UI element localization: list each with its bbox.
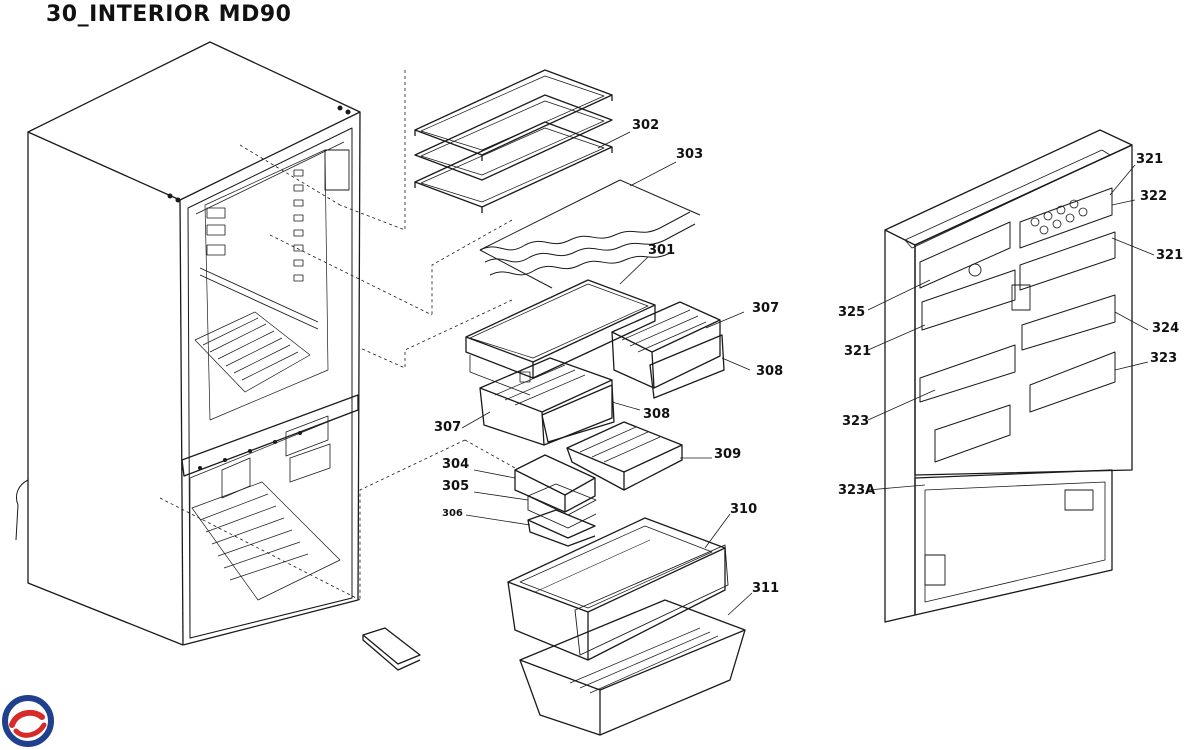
part-label-321-right: 321 xyxy=(1156,248,1184,263)
part-label-302: 302 xyxy=(632,118,660,133)
tray-309 xyxy=(566,421,683,491)
small-part xyxy=(362,627,421,671)
shelf-301 xyxy=(465,279,656,396)
part-label-308-left: 308 xyxy=(643,407,671,422)
part-label-304: 304 xyxy=(442,457,470,472)
part-label-324: 324 xyxy=(1152,321,1180,336)
part-label-322: 322 xyxy=(1140,189,1168,204)
part-label-303: 303 xyxy=(676,147,704,162)
refrigerator-cabinet xyxy=(15,41,361,646)
part-label-321-left: 321 xyxy=(844,344,872,359)
part-label-325: 325 xyxy=(838,305,866,320)
part-label-309: 309 xyxy=(714,447,742,462)
drawer-311 xyxy=(519,599,746,736)
page-title: 30_INTERIOR MD90 xyxy=(46,2,292,27)
crisper-drawer-307-308-right xyxy=(611,301,725,399)
brand-logo-icon xyxy=(2,695,54,747)
part-label-308-right: 308 xyxy=(756,364,784,379)
part-label-310: 310 xyxy=(730,502,758,517)
part-label-306: 306 xyxy=(442,508,463,519)
refrigerator-door xyxy=(884,129,1133,623)
part-label-323-right: 323 xyxy=(1150,351,1178,366)
glass-shelf-302 xyxy=(414,69,613,213)
part-label-305: 305 xyxy=(442,479,470,494)
drawer-310 xyxy=(507,517,729,661)
part-label-301: 301 xyxy=(648,243,676,258)
part-label-311: 311 xyxy=(752,581,780,596)
crisper-drawer-307-308-left xyxy=(479,357,615,446)
part-label-323-left: 323 xyxy=(842,414,870,429)
part-label-307-left: 307 xyxy=(434,420,462,435)
part-label-307-right: 307 xyxy=(752,301,780,316)
part-label-321-top: 321 xyxy=(1136,152,1164,167)
components-304-305-306 xyxy=(514,454,597,547)
wine-rack-303 xyxy=(479,179,701,289)
part-label-323A: 323A xyxy=(838,483,876,498)
